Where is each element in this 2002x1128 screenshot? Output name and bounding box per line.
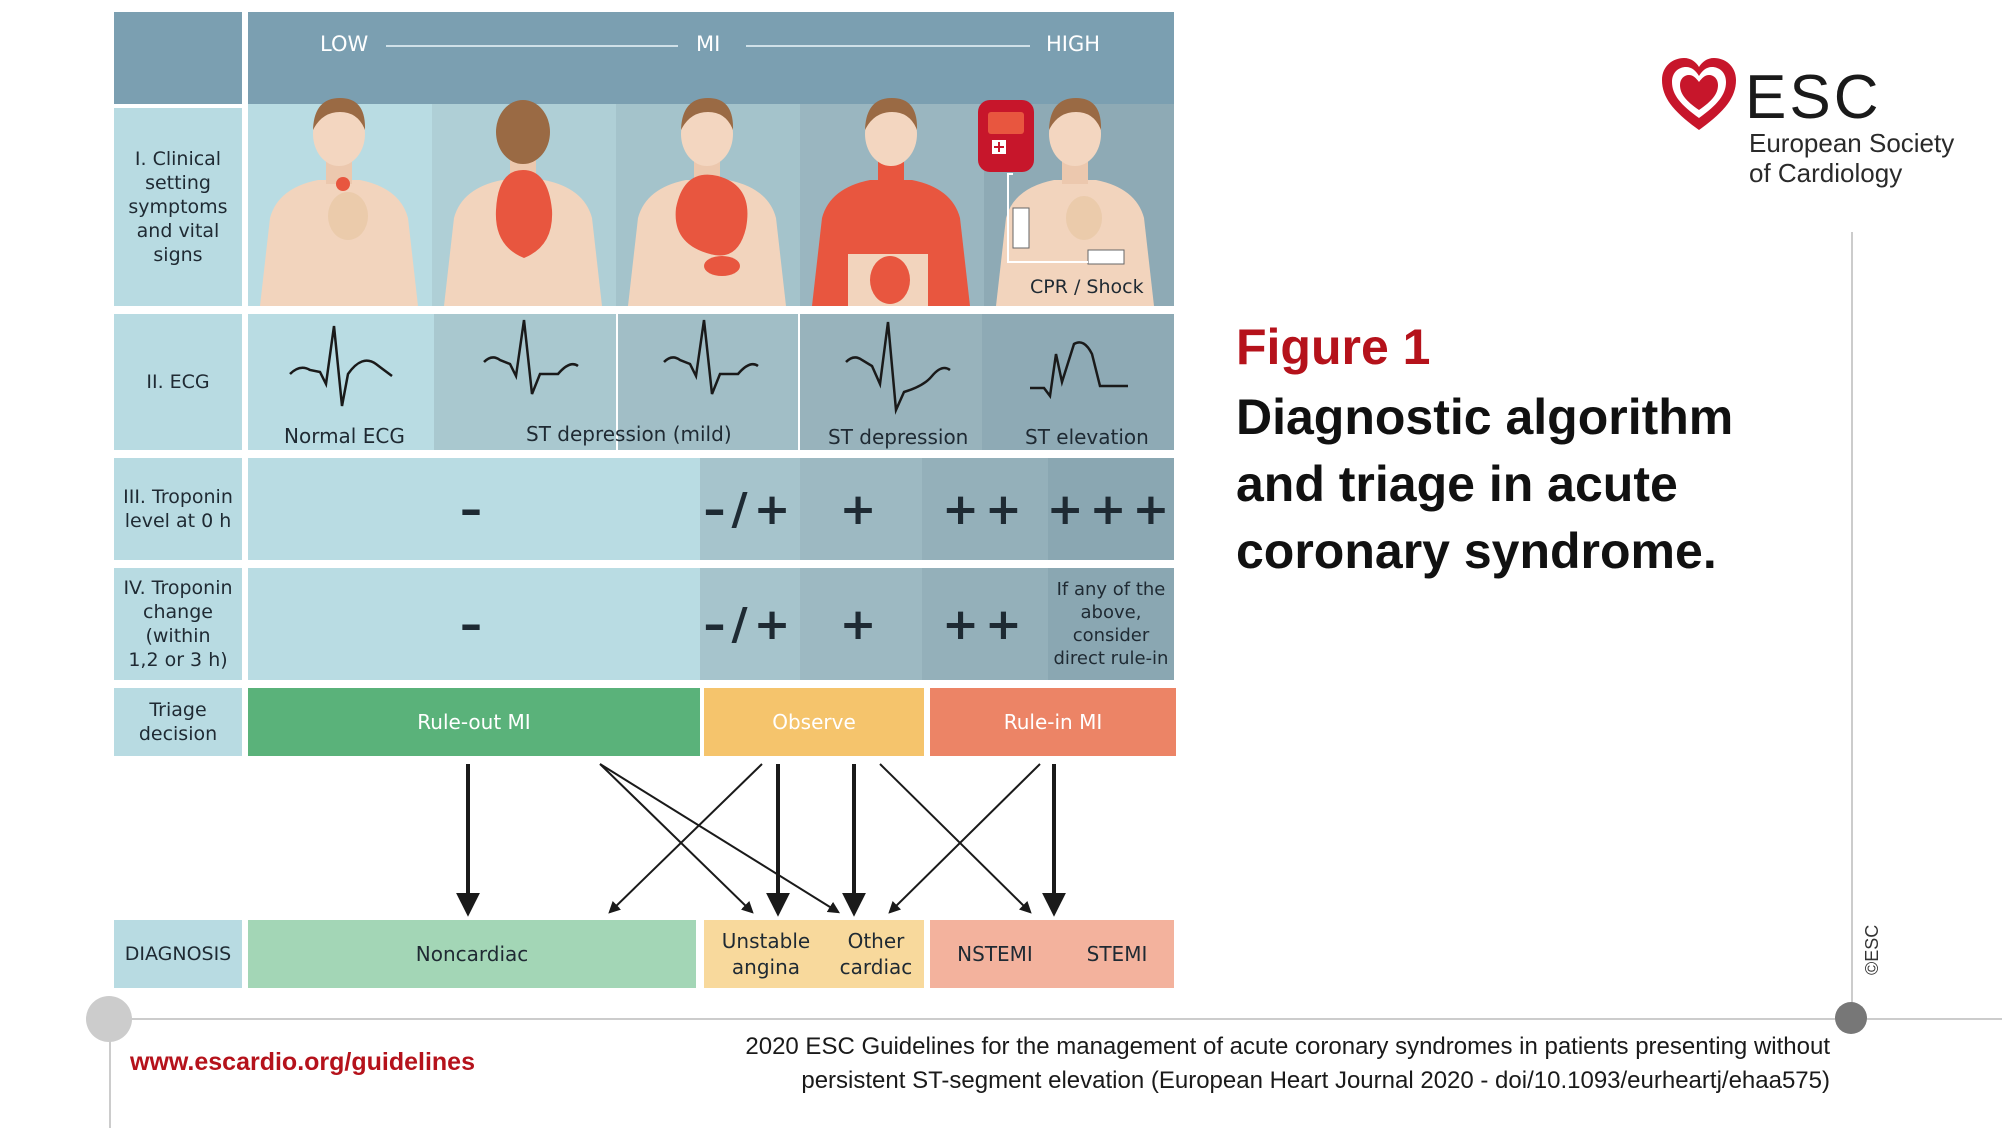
ecg-col-3 xyxy=(618,314,798,450)
ecg-st-elevation-trace xyxy=(1030,341,1128,400)
diagnosis-unstable-angina: Unstable angina xyxy=(704,920,828,988)
guidelines-website-link[interactable]: www.escardio.org/guidelines xyxy=(130,1048,475,1076)
copyright-notice: ©ESC xyxy=(1862,924,1882,975)
ecg-traces xyxy=(289,319,1128,415)
scale-line-left xyxy=(386,45,678,47)
diagnosis-other-cardiac: Other cardiac xyxy=(828,920,924,988)
ecg-col-5 xyxy=(982,314,1174,450)
figure-number: Figure 1 xyxy=(1236,319,1431,375)
row-label-ecg: II. ECG xyxy=(114,314,242,450)
esc-full-name: European Society of Cardiology xyxy=(1749,128,1955,188)
ecg-st-mild-trace xyxy=(483,319,579,395)
ecg-label-normal: Normal ECG xyxy=(284,424,405,448)
header-corner xyxy=(114,12,242,104)
troponin0-plus2: ++ xyxy=(922,458,1048,560)
troponin-change-neg-pos: –/+ xyxy=(700,568,800,680)
troponin0-negative: – xyxy=(248,458,700,560)
troponin0-plus3: +++ xyxy=(1047,458,1174,560)
row-label-diagnosis: DIAGNOSIS xyxy=(114,920,242,988)
horizontal-rule xyxy=(110,1018,2002,1020)
arrow-ruleout-unstable xyxy=(599,763,754,914)
arrow-observe-nstemi xyxy=(879,763,1032,914)
figure-title: Diagnostic algorithm and triage in acute… xyxy=(1236,389,1734,579)
timeline-dot-left xyxy=(86,996,132,1042)
ecg-label-st-depression: ST depression xyxy=(828,425,969,449)
diagnosis-noncardiac: Noncardiac xyxy=(248,920,696,988)
scale-low-label: LOW xyxy=(320,32,369,56)
troponin-change-note: If any of the above, consider direct rul… xyxy=(1048,568,1174,680)
ecg-st-mid-trace xyxy=(663,319,759,395)
arrow-ruleout-other xyxy=(599,763,841,914)
ecg-label-st-elevation: ST elevation xyxy=(1025,425,1149,449)
troponin-change-plus2: ++ xyxy=(922,568,1048,680)
diagnosis-stemi: STEMI xyxy=(1060,920,1174,988)
esc-abbreviation: ESC xyxy=(1745,63,1882,132)
ecg-normal-trace xyxy=(289,325,393,407)
timeline-dot-right xyxy=(1835,1002,1867,1034)
ecg-label-st-mild: ST depression (mild) xyxy=(526,422,732,446)
citation: 2020 ESC Guidelines for the management o… xyxy=(745,1033,1830,1094)
arrow-rulein-other xyxy=(888,763,1041,914)
arrow-observe-noncardiac xyxy=(608,763,763,914)
row-label-clinical: I. Clinical setting symptoms and vital s… xyxy=(114,108,242,306)
patient-figure-1 xyxy=(260,98,418,306)
row-label-triage: Triage decision xyxy=(114,688,242,756)
patient-figure-5 xyxy=(996,98,1154,306)
vertical-rule xyxy=(1851,232,1853,1018)
troponin0-neg-pos: –/+ xyxy=(700,458,800,560)
ecg-col-1 xyxy=(248,314,434,450)
ecg-col-4 xyxy=(800,314,982,450)
triage-observe: Observe xyxy=(704,688,924,756)
left-rule xyxy=(109,1020,111,1128)
scale-mi-label: MI xyxy=(696,32,721,56)
patient-figures xyxy=(260,98,1154,306)
esc-heart-logo-icon xyxy=(1662,58,1736,130)
triage-rule-in: Rule-in MI xyxy=(930,688,1176,756)
triage-rule-out: Rule-out MI xyxy=(248,688,700,756)
ecg-st-depression-trace xyxy=(845,321,951,415)
patient-figure-2 xyxy=(444,100,602,306)
troponin-change-negative: – xyxy=(248,568,700,680)
row-label-troponin-change: IV. Troponin change (within 1,2 or 3 h) xyxy=(114,568,242,680)
defibrillator-icon xyxy=(978,100,1034,172)
patient-figure-3 xyxy=(628,98,786,306)
row-label-troponin-0h: III. Troponin level at 0 h xyxy=(114,458,242,560)
header-scale-bar xyxy=(248,12,1174,104)
troponin0-plus: + xyxy=(800,458,922,560)
cpr-shock-label: CPR / Shock xyxy=(1030,276,1144,298)
diagnosis-nstemi: NSTEMI xyxy=(930,920,1060,988)
patient-figure-4 xyxy=(812,98,970,306)
scale-high-label: HIGH xyxy=(1046,32,1101,56)
troponin-change-plus: + xyxy=(800,568,922,680)
scale-line-right xyxy=(746,45,1030,47)
